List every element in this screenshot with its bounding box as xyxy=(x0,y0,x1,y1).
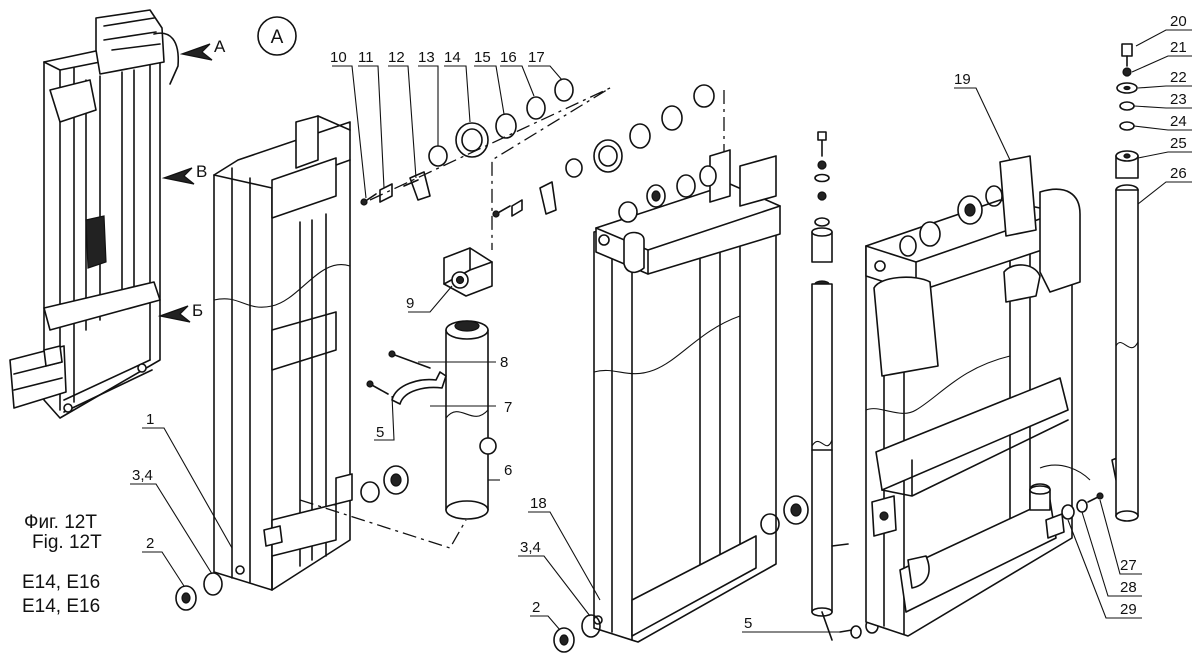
label-3-4-left: 3,4 xyxy=(132,467,153,484)
label-25: 25 xyxy=(1170,135,1187,152)
label-7: 7 xyxy=(504,399,512,416)
section-marker-label: A xyxy=(271,27,284,48)
view-b-label: B xyxy=(196,162,207,181)
caption-line-en: Fig. 12T xyxy=(32,532,102,553)
label-24: 24 xyxy=(1170,113,1187,130)
free-lift-cylinder xyxy=(811,131,879,641)
leader-lines xyxy=(130,29,1192,633)
label-13: 13 xyxy=(418,49,435,66)
label-27: 27 xyxy=(1120,557,1137,574)
label-14: 14 xyxy=(444,49,461,66)
label-23: 23 xyxy=(1170,91,1187,108)
label-26: 26 xyxy=(1170,165,1187,182)
inner-mast-middle xyxy=(492,84,809,643)
label-20: 20 xyxy=(1170,13,1187,30)
label-5-left: 5 xyxy=(376,424,384,441)
label-15: 15 xyxy=(474,49,491,66)
overview-mast xyxy=(9,9,179,419)
caption-model-1: E14, E16 xyxy=(22,572,100,593)
label-9: 9 xyxy=(406,295,414,312)
label-29: 29 xyxy=(1120,601,1137,618)
part-number-labels: 10 11 12 13 14 15 16 17 9 8 7 5 6 1 3,4 … xyxy=(132,13,1187,632)
label-18: 18 xyxy=(530,495,547,512)
carriage-right xyxy=(865,155,1127,637)
washers-left xyxy=(175,572,601,653)
section-marker: A xyxy=(257,16,297,56)
label-2-mid: 2 xyxy=(532,599,540,616)
label-11: 11 xyxy=(358,49,374,66)
cylinder-assembly xyxy=(360,78,574,520)
label-28: 28 xyxy=(1120,579,1137,596)
label-21: 21 xyxy=(1170,39,1187,56)
label-12: 12 xyxy=(388,49,405,66)
label-19: 19 xyxy=(954,71,971,88)
label-2-left: 2 xyxy=(146,535,154,552)
caption-line-ru: Фиг. 12Т xyxy=(24,512,97,533)
caption-model-2: E14, E16 xyxy=(22,596,100,617)
label-8: 8 xyxy=(500,354,508,371)
view-v-label: Б xyxy=(192,301,203,320)
label-3-4-mid: 3,4 xyxy=(520,539,541,556)
label-16: 16 xyxy=(500,49,517,66)
view-arrows: A B Б xyxy=(157,37,226,323)
label-10: 10 xyxy=(330,49,347,66)
view-a-label: A xyxy=(214,37,226,56)
label-22: 22 xyxy=(1170,69,1187,86)
label-1: 1 xyxy=(146,411,154,428)
lift-rod-right xyxy=(1115,43,1139,522)
label-17: 17 xyxy=(528,49,545,66)
label-6: 6 xyxy=(504,462,512,479)
figure-caption: Фиг. 12Т Fig. 12T E14, E16 E14, E16 xyxy=(22,512,102,617)
outer-mast-left xyxy=(213,115,353,591)
label-5-bottom: 5 xyxy=(744,615,752,632)
